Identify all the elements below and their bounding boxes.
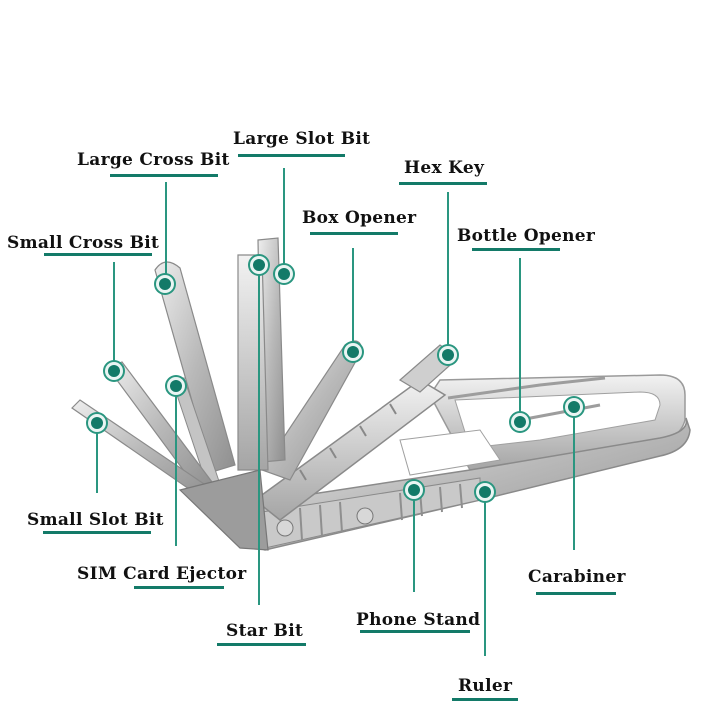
leader-large-cross-bit xyxy=(165,182,167,284)
callout-dot-phone-stand xyxy=(408,484,420,496)
box-opener-part xyxy=(261,340,363,481)
underline-small-slot-bit xyxy=(43,531,151,534)
leader-hex-key xyxy=(447,192,449,354)
callout-dot-small-slot-bit xyxy=(91,417,103,429)
leader-large-slot-bit xyxy=(283,168,285,272)
underline-small-cross-bit xyxy=(44,253,152,256)
label-bottle-opener: Bottle Opener xyxy=(457,226,596,246)
callout-dot-large-cross-bit xyxy=(159,278,171,290)
leader-small-slot-bit xyxy=(96,423,98,493)
callout-dot-small-cross-bit xyxy=(108,365,120,377)
leader-small-cross-bit xyxy=(113,262,115,370)
leader-sim-card-ejector xyxy=(175,386,177,546)
label-large-slot-bit: Large Slot Bit xyxy=(233,129,371,149)
callout-dot-star-bit xyxy=(253,259,265,271)
leader-bottle-opener xyxy=(519,258,521,420)
callout-dot-ruler xyxy=(479,486,491,498)
label-star-bit: Star Bit xyxy=(226,621,304,641)
callout-dot-bottle-opener xyxy=(514,416,526,428)
label-hex-key: Hex Key xyxy=(404,158,485,178)
underline-sim-card-ejector xyxy=(134,586,224,589)
underline-box-opener xyxy=(310,232,398,235)
leader-ruler xyxy=(484,490,486,656)
leader-box-opener xyxy=(352,248,354,352)
leader-carabiner xyxy=(573,406,575,550)
label-large-cross-bit: Large Cross Bit xyxy=(77,150,230,170)
leader-star-bit xyxy=(258,265,260,605)
label-box-opener: Box Opener xyxy=(302,208,417,228)
underline-phone-stand xyxy=(360,630,470,633)
underline-carabiner xyxy=(536,592,616,595)
label-small-slot-bit: Small Slot Bit xyxy=(27,510,164,530)
label-phone-stand: Phone Stand xyxy=(356,610,481,630)
underline-hex-key xyxy=(399,182,487,185)
label-ruler: Ruler xyxy=(458,676,513,696)
callout-dot-sim-card-ejector xyxy=(170,380,182,392)
callout-dot-box-opener xyxy=(347,346,359,358)
underline-large-slot-bit xyxy=(238,154,345,157)
label-carabiner: Carabiner xyxy=(528,567,626,587)
callout-dot-hex-key xyxy=(442,349,454,361)
callout-dot-carabiner xyxy=(568,401,580,413)
underline-large-cross-bit xyxy=(110,174,218,177)
hinge-base xyxy=(178,469,269,551)
underline-bottle-opener xyxy=(472,248,560,251)
label-sim-card-ejector: SIM Card Ejector xyxy=(77,564,247,584)
callout-dot-large-slot-bit xyxy=(278,268,290,280)
underline-ruler xyxy=(452,698,518,701)
large-cross-bit-part xyxy=(154,261,236,473)
star-bit-part xyxy=(237,254,269,471)
tool-body xyxy=(239,417,691,551)
leader-phone-stand xyxy=(413,490,415,592)
ruler-arm xyxy=(253,379,447,521)
underline-star-bit xyxy=(217,643,306,646)
label-small-cross-bit: Small Cross Bit xyxy=(7,233,160,253)
